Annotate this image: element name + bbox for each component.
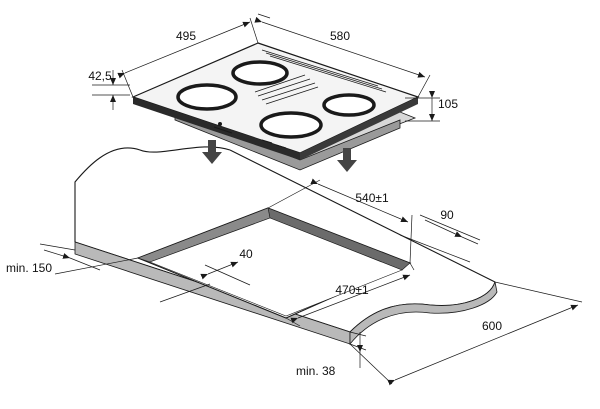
label-hob-height: 105 bbox=[438, 97, 458, 111]
cutout-opening bbox=[136, 207, 412, 319]
control-panel-marks bbox=[213, 122, 287, 149]
label-cutout-width: 540±1 bbox=[355, 191, 389, 205]
burner-front-left bbox=[176, 83, 238, 111]
burner-back-right bbox=[322, 93, 376, 117]
burner-back-left bbox=[231, 60, 289, 86]
hob-dimension-lines bbox=[92, 13, 440, 122]
label-min-front: min. 38 bbox=[296, 364, 336, 378]
burner-front-right bbox=[259, 111, 323, 139]
label-back-clearance: 90 bbox=[440, 208, 454, 222]
label-hob-width: 580 bbox=[330, 29, 350, 43]
down-arrow-left bbox=[202, 140, 222, 164]
hob bbox=[131, 42, 420, 171]
label-min-side: min. 150 bbox=[6, 261, 52, 275]
label-glass-thickness: 42,5 bbox=[88, 69, 112, 83]
label-front-offset: 40 bbox=[239, 247, 253, 261]
insertion-arrows bbox=[202, 140, 357, 172]
dimension-labels: 495 580 42,5 105 540±1 90 40 470±1 600 m… bbox=[6, 29, 502, 378]
cutout-dimension-lines bbox=[39, 178, 583, 386]
label-cutout-depth: 470±1 bbox=[335, 283, 369, 297]
down-arrow-right bbox=[337, 148, 357, 172]
label-hob-depth: 495 bbox=[176, 29, 196, 43]
label-countertop-depth: 600 bbox=[482, 319, 502, 333]
countertop-right-edge bbox=[349, 281, 498, 346]
